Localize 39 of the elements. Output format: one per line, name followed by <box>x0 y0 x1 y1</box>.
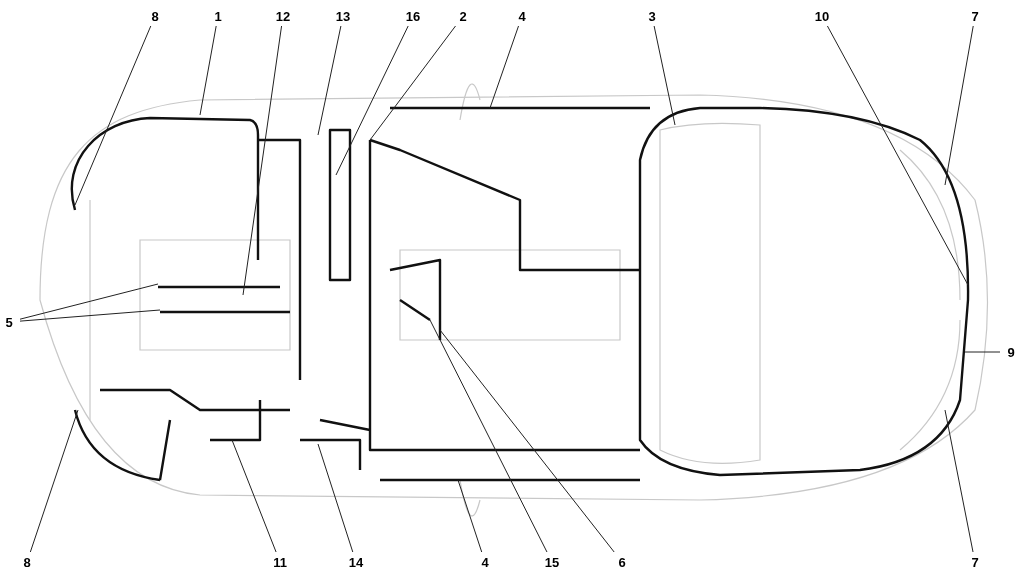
callout-number: 6 <box>618 555 626 569</box>
callout-number: 8 <box>23 555 31 569</box>
leader-line <box>317 25 342 136</box>
callout-number: 12 <box>275 9 291 23</box>
callout-number: 2 <box>459 9 467 23</box>
callout-number: 15 <box>544 555 560 569</box>
leader-line <box>369 25 456 141</box>
leader-line <box>653 25 676 126</box>
leader-line <box>439 329 615 553</box>
leader-line <box>317 443 354 553</box>
callout-number: 16 <box>405 9 421 23</box>
callout-number: 9 <box>1007 345 1015 359</box>
callout-number: 7 <box>971 9 979 23</box>
leader-line <box>429 319 548 553</box>
callout-number: 10 <box>814 9 830 23</box>
leader-line <box>29 409 79 553</box>
callout-number: 11 <box>273 555 287 569</box>
leader-line <box>964 351 1001 353</box>
leader-line <box>489 25 519 109</box>
callout-number: 1 <box>214 9 222 23</box>
callout-number: 13 <box>335 9 351 23</box>
leader-line <box>19 283 159 320</box>
callout-number: 5 <box>5 315 13 329</box>
leader-line <box>457 479 483 553</box>
callout-number: 3 <box>648 9 656 23</box>
callout-number: 4 <box>481 555 489 569</box>
callout-number: 14 <box>348 555 364 569</box>
leader-line <box>19 309 161 322</box>
leader-line <box>199 25 217 116</box>
callout-number: 7 <box>971 555 979 569</box>
leader-line <box>944 25 974 186</box>
leader-line <box>335 25 409 176</box>
callout-number: 8 <box>151 9 159 23</box>
callout-number: 4 <box>518 9 526 23</box>
leader-line <box>826 25 969 286</box>
leader-line <box>231 439 277 553</box>
leader-line <box>74 25 152 206</box>
leader-line <box>242 25 283 296</box>
leader-line <box>944 409 974 553</box>
